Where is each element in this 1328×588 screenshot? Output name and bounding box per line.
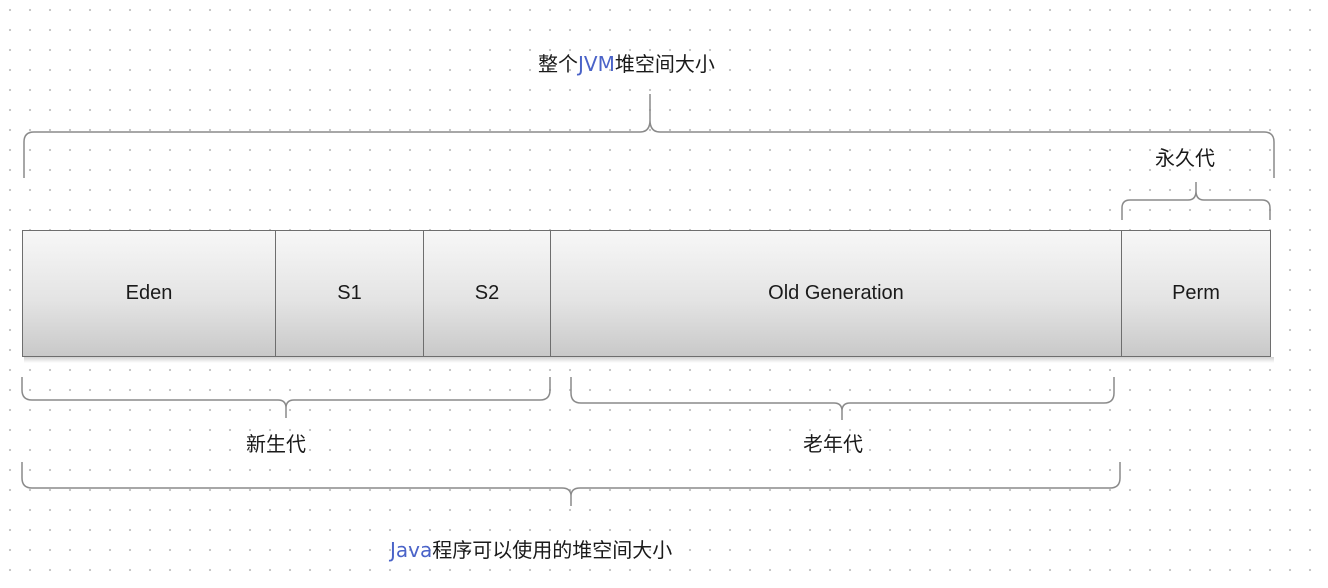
old-generation-label: Old Generation <box>768 282 904 304</box>
old-gen-label: 老年代 <box>803 432 863 456</box>
heap-bar-shadow <box>24 357 1274 363</box>
s2-label: S2 <box>474 282 500 304</box>
perm-segment: Perm <box>1122 230 1271 357</box>
perm-gen-bracket <box>1121 182 1271 220</box>
perm-label: Perm <box>1172 282 1220 304</box>
young-gen-bracket <box>21 377 551 418</box>
total-heap-bracket <box>23 94 1275 178</box>
old-generation-segment: Old Generation <box>551 230 1122 357</box>
total-heap-label-prefix: 整个 <box>538 52 578 76</box>
java-heap-label: Java程序可以使用的堆空间大小 <box>390 538 672 562</box>
s1-segment: S1 <box>276 230 424 357</box>
s2-segment: S2 <box>424 230 551 357</box>
java-heap-label-java: Java <box>390 538 433 562</box>
total-heap-label-jvm: JVM <box>578 52 615 76</box>
total-heap-label-suffix: 堆空间大小 <box>614 52 715 76</box>
eden-segment: Eden <box>22 230 276 357</box>
java-heap-label-suffix: 程序可以使用的堆空间大小 <box>432 538 673 562</box>
young-gen-label: 新生代 <box>246 432 306 456</box>
old-gen-bracket <box>570 377 1115 420</box>
perm-gen-label: 永久代 <box>1155 146 1215 170</box>
eden-label: Eden <box>125 282 173 304</box>
java-heap-bracket <box>21 462 1121 506</box>
total-heap-label: 整个JVM堆空间大小 <box>538 52 715 76</box>
s1-label: S1 <box>337 282 362 304</box>
